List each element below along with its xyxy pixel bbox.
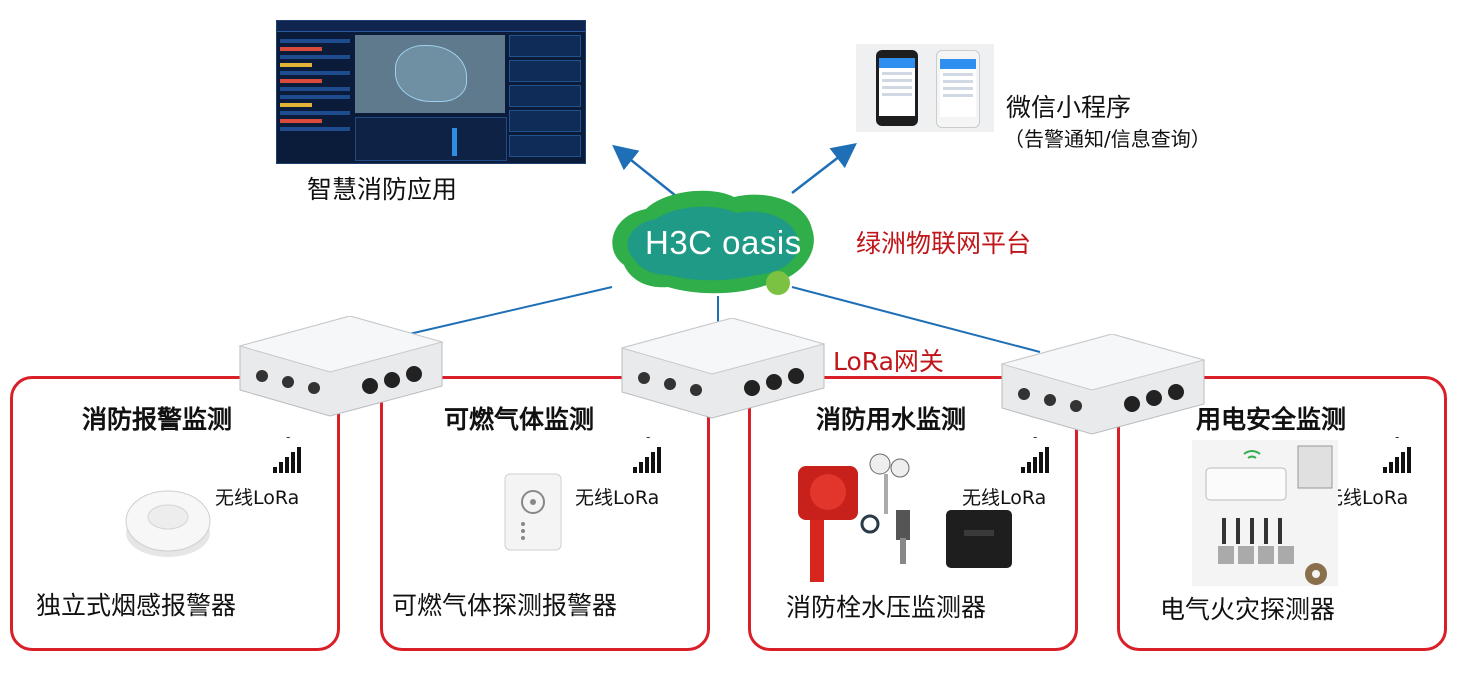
mini-program-title: 微信小程序	[1006, 93, 1132, 122]
signal-icon	[633, 447, 661, 473]
signal-mark: -	[286, 430, 291, 444]
wireless-lora-label: 无线LoRa	[962, 487, 1047, 509]
lora-gateway-2	[620, 318, 826, 419]
smoke-detector-image	[125, 490, 211, 557]
mini-program-subtitle: （告警通知/信息查询）	[1004, 127, 1211, 151]
link-gateway-1	[391, 286, 613, 339]
signal-mark: -	[1033, 430, 1038, 444]
signal-icon	[1021, 447, 1049, 473]
signal-icon	[273, 447, 301, 473]
box-title-electric: 用电安全监测	[1196, 405, 1347, 434]
gas-detector-image	[504, 473, 562, 551]
lora-gateway-3	[1000, 334, 1206, 435]
signal-mark: -	[1395, 430, 1400, 444]
box-title-gas: 可燃气体监测	[444, 405, 595, 434]
device-electric-detector: 电气火灾探测器	[1160, 595, 1336, 624]
cloud-logo-text: H3C oasis	[645, 224, 802, 261]
electrical-detector-image	[1192, 440, 1338, 586]
dashboard-thumbnail	[276, 20, 586, 164]
gateway-label: LoRa网关	[833, 347, 944, 376]
signal-mark: -	[646, 430, 651, 444]
device-hydrant-monitor: 消防栓水压监测器	[786, 593, 987, 622]
lora-gateway-1	[238, 316, 444, 417]
signal-icon	[1383, 447, 1411, 473]
wireless-lora-label: 无线LoRa	[1324, 487, 1409, 509]
pressure-monitor-image	[946, 510, 1012, 568]
device-smoke-alarm: 独立式烟感报警器	[36, 591, 237, 620]
wireless-lora-label: 无线LoRa	[575, 487, 660, 509]
box-title-fire-alarm: 消防报警监测	[82, 405, 233, 434]
app-label: 智慧消防应用	[307, 175, 458, 204]
wireless-lora-label: 无线LoRa	[215, 487, 300, 509]
box-water	[748, 376, 1078, 651]
hydrant-valve-image	[798, 453, 910, 582]
platform-label: 绿洲物联网平台	[856, 229, 1032, 258]
wechat-phones-image	[856, 44, 994, 132]
device-gas-alarm: 可燃气体探测报警器	[392, 591, 618, 620]
link-gateway-3	[791, 286, 1041, 353]
arrow-to-app	[612, 144, 677, 197]
arrow-to-wechat	[791, 142, 857, 194]
h3c-oasis-cloud-logo	[612, 190, 814, 295]
box-title-water: 消防用水监测	[816, 405, 967, 434]
